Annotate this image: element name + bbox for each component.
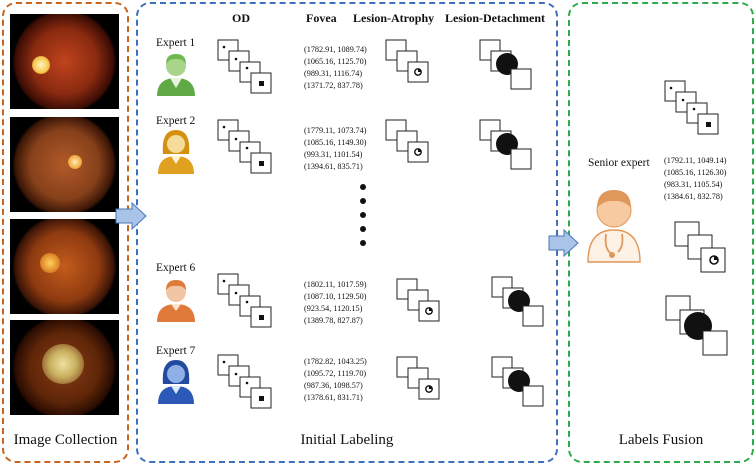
- coordinate-line: (1384.61, 832.78): [664, 192, 723, 201]
- coordinate-line: (1394.61, 835.71): [304, 162, 363, 171]
- coordinate-line: (1779.11, 1073.74): [304, 126, 367, 135]
- expert-1-label: Expert 1: [156, 37, 196, 49]
- fundus-image-2: [10, 117, 119, 212]
- initial-labeling-panel: [136, 2, 558, 463]
- coordinate-line: (1085.16, 1126.30): [664, 168, 727, 177]
- right-arrow-icon: [548, 228, 579, 258]
- coordinate-line: (1792.11, 1049.14): [664, 156, 727, 165]
- expert-6-label: Expert 6: [156, 262, 196, 274]
- senior-expert-coordinates: (1792.11, 1049.14) (1085.16, 1126.30) (9…: [664, 155, 726, 203]
- expert-2-coordinates: (1779.11, 1073.74) (1085.16, 1149.30) (9…: [304, 125, 366, 173]
- fundus-image-1: [10, 14, 119, 109]
- expert-6-atrophy-maps: [396, 278, 440, 322]
- column-header-od: OD: [232, 11, 250, 25]
- expert-7-detachment-maps: [491, 356, 544, 407]
- expert-2-label: Expert 2: [156, 115, 196, 127]
- right-arrow-icon: [115, 201, 147, 231]
- expert-2-atrophy-maps: [385, 119, 429, 163]
- senior-expert-label: Senior expert: [588, 157, 650, 169]
- expert-7-od-maps: [217, 354, 272, 409]
- expert-7-coordinates: (1782.82, 1043.25) (1095.72, 1119.70) (9…: [304, 356, 367, 404]
- vertical-ellipsis: [360, 184, 366, 246]
- coordinate-line: (983.31, 1105.54): [664, 180, 723, 189]
- expert-1-avatar-icon: [157, 54, 195, 96]
- image-collection-title: Image Collection: [13, 432, 118, 448]
- expert-7-atrophy-maps: [396, 356, 440, 400]
- expert-1-atrophy-maps: [385, 39, 429, 83]
- column-header-lesion-detachment: Lesion-Detachment: [445, 11, 545, 25]
- image-collection-panel: [2, 2, 129, 463]
- expert-2-detachment-maps: [479, 119, 532, 170]
- expert-7-avatar-icon: [158, 360, 194, 404]
- fused-atrophy-maps: [674, 221, 726, 273]
- fundus-image-4: [10, 320, 119, 415]
- fused-detachment-maps: [665, 295, 728, 356]
- coordinate-line: (1087.10, 1129.50): [304, 292, 367, 301]
- expert-1-od-maps: [217, 39, 272, 94]
- expert-7-label: Expert 7: [156, 345, 196, 357]
- column-header-lesion-atrophy: Lesion-Atrophy: [353, 11, 435, 25]
- coordinate-line: (993.31, 1101.54): [304, 150, 363, 159]
- coordinate-line: (1378.61, 831.71): [304, 393, 363, 402]
- coordinate-line: (1371.72, 837.78): [304, 81, 363, 90]
- coordinate-line: (1095.72, 1119.70): [304, 369, 367, 378]
- fundus-image-3: [10, 219, 119, 314]
- expert-6-coordinates: (1802.11, 1017.59) (1087.10, 1129.50) (9…: [304, 279, 366, 327]
- coordinate-line: (989.31, 1116.74): [304, 69, 363, 78]
- coordinate-line: (1782.91, 1089.74): [304, 45, 367, 54]
- coordinate-line: (1802.11, 1017.59): [304, 280, 367, 289]
- coordinate-line: (1065.16, 1125.70): [304, 57, 367, 66]
- expert-1-coordinates: (1782.91, 1089.74) (1065.16, 1125.70) (9…: [304, 44, 367, 92]
- expert-1-detachment-maps: [479, 39, 532, 90]
- coordinate-line: (923.54, 1120.15): [304, 304, 363, 313]
- labels-fusion-panel: [568, 2, 754, 463]
- coordinate-line: (1085.16, 1149.30): [304, 138, 367, 147]
- coordinate-line: (1389.78, 827.87): [304, 316, 363, 325]
- labels-fusion-title: Labels Fusion: [618, 432, 704, 448]
- expert-6-od-maps: [217, 273, 272, 328]
- expert-2-od-maps: [217, 119, 272, 174]
- column-header-fovea: Fovea: [306, 11, 337, 25]
- expert-6-avatar-icon: [157, 280, 195, 322]
- initial-labeling-title: Initial Labeling: [300, 432, 394, 448]
- coordinate-line: (987.36, 1098.57): [304, 381, 363, 390]
- expert-6-detachment-maps: [491, 276, 544, 327]
- fused-od-maps: [664, 80, 719, 135]
- coordinate-line: (1782.82, 1043.25): [304, 357, 367, 366]
- expert-2-avatar-icon: [158, 130, 194, 174]
- senior-expert-icon: [587, 190, 641, 263]
